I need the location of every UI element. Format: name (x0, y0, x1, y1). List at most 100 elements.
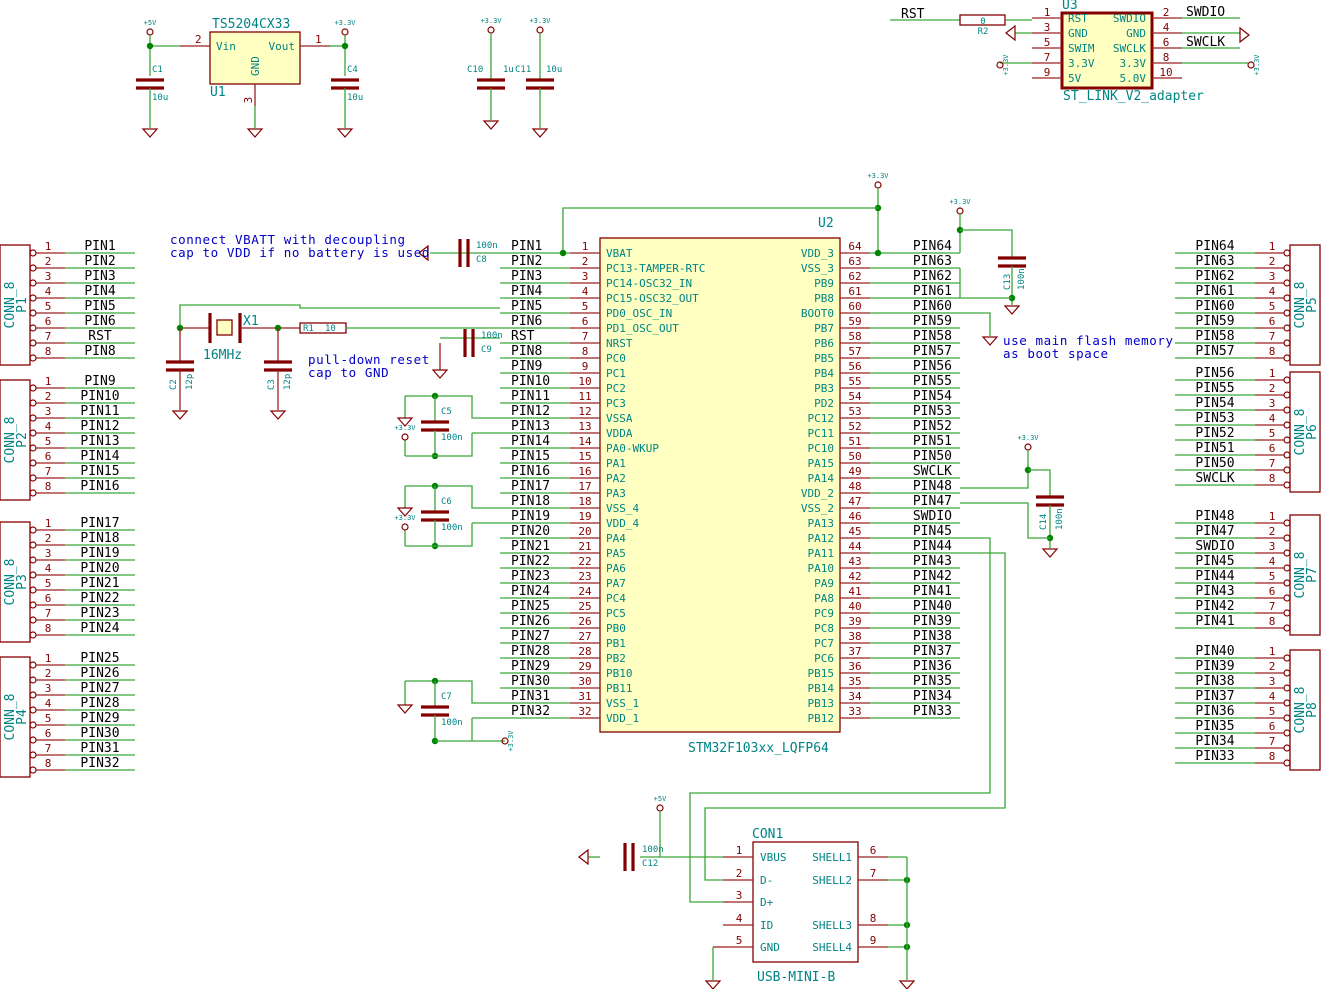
c8-value: 100n (476, 241, 498, 251)
net-label: PIN1 (84, 239, 115, 254)
net-label: PIN54 (913, 389, 952, 404)
wire (960, 229, 1013, 258)
pin-num: 46 (848, 510, 861, 523)
pin-num: 6 (45, 315, 52, 328)
pin-num: 9 (870, 934, 877, 947)
net-label: PIN34 (1195, 734, 1234, 749)
net-label: PIN38 (913, 629, 952, 644)
pin-num: 24 (578, 585, 592, 598)
net-label: PIN59 (1195, 314, 1234, 329)
net-label: SWCLK (913, 464, 952, 479)
pin-circle-icon (1283, 684, 1291, 692)
pin-name: PB7 (814, 322, 834, 335)
pin-name: PC11 (808, 427, 835, 440)
net-label: PIN32 (511, 704, 550, 719)
pin-circle-icon (29, 354, 37, 362)
r1-ref: R1 (303, 324, 314, 334)
pin-name: PA15 (808, 457, 835, 470)
pin-num: 33 (848, 705, 861, 718)
net-label: PIN38 (1195, 674, 1234, 689)
net-label-rst: RST (901, 7, 925, 22)
pin-num: 2 (45, 532, 52, 545)
net-label: PIN44 (913, 539, 952, 554)
net-label: PIN17 (80, 516, 119, 531)
pin-name: 5V (1068, 72, 1082, 85)
pin-num: 3 (1269, 675, 1276, 688)
c11-ref: C11 (515, 65, 531, 75)
net-label: PIN37 (1195, 689, 1234, 704)
c12-ref: C12 (642, 859, 658, 869)
pin-name: SWDIO (1113, 12, 1146, 25)
pin-name: PC14-OSC32_IN (606, 277, 692, 290)
pin-name: ID (760, 919, 773, 932)
pin-num: 8 (582, 345, 589, 358)
net-label: PIN5 (84, 299, 115, 314)
ground-symbol-icon (141, 128, 159, 138)
pin-circle-icon (1283, 594, 1291, 602)
pin-name: GND (1068, 27, 1088, 40)
net-label: PIN5 (511, 299, 542, 314)
net-label: PIN24 (80, 621, 119, 636)
net-label: PIN15 (511, 449, 550, 464)
power-label: +3.3V (1253, 54, 1261, 76)
connector-value: CONN_8 (1293, 409, 1308, 456)
net-label: PIN2 (511, 254, 542, 269)
pin-num: 4 (1269, 690, 1276, 703)
pin-num: 28 (578, 645, 591, 658)
pin-circle-icon (29, 399, 37, 407)
net-label: PIN59 (913, 314, 952, 329)
pin-circle-icon (1283, 549, 1291, 557)
ground-symbol-icon (269, 410, 287, 420)
net-label: PIN39 (913, 614, 952, 629)
pin-circle-icon (1283, 729, 1291, 737)
pin-num: 3 (1269, 397, 1276, 410)
pin-circle-icon (29, 631, 37, 639)
pin-num: 1 (45, 652, 52, 665)
net-label: PIN45 (1195, 554, 1234, 569)
pin-circle-icon (29, 601, 37, 609)
pin-num: 12 (578, 405, 591, 418)
pin-name: RST (1068, 12, 1088, 25)
net-label: RST (511, 329, 535, 344)
pin-name: GND (1126, 27, 1146, 40)
c4-value: 10u (347, 93, 363, 103)
pin-num: 48 (848, 480, 861, 493)
pin-num: 3 (45, 405, 52, 418)
pin-circle-icon (1283, 324, 1291, 332)
c3-value: 12p (283, 374, 293, 390)
wire (959, 268, 1012, 299)
junction-dot (146, 42, 154, 50)
net-label: PIN43 (1195, 584, 1234, 599)
pin-num: 5 (45, 577, 52, 590)
pin-name: PA7 (606, 577, 626, 590)
pin-num: 51 (848, 435, 861, 448)
net-label: PIN6 (511, 314, 542, 329)
pin-circle-icon (29, 249, 37, 257)
pin-circle-icon (1283, 339, 1291, 347)
power-port-icon (996, 61, 1004, 69)
pin-num: 4 (1163, 21, 1170, 34)
connector-ref: P1 (15, 297, 30, 313)
net-label: PIN61 (1195, 284, 1234, 299)
pin-circle-icon (29, 766, 37, 774)
pin-circle-icon (1283, 391, 1291, 399)
pin-name: PC12 (808, 412, 835, 425)
pin-circle-icon (29, 526, 37, 534)
net-label: PIN31 (80, 741, 119, 756)
pin-name: PA13 (808, 517, 835, 530)
pin-name: VDD_4 (606, 517, 639, 530)
pin-num: 47 (848, 495, 861, 508)
net-label: PIN64 (913, 239, 952, 254)
pin-num: 8 (1163, 51, 1170, 64)
net-label: PIN42 (1195, 599, 1234, 614)
pin-num: 50 (848, 450, 861, 463)
power-label: +3.3V (867, 172, 889, 180)
net-label: PIN25 (511, 599, 550, 614)
net-label: PIN21 (80, 576, 119, 591)
net-label: SWCLK (1195, 471, 1234, 486)
pin-num: 8 (1269, 750, 1276, 763)
pin-name-vin: Vin (216, 40, 236, 53)
power-port-icon (536, 26, 544, 34)
pin-num: 15 (578, 450, 591, 463)
wire (960, 450, 1029, 489)
